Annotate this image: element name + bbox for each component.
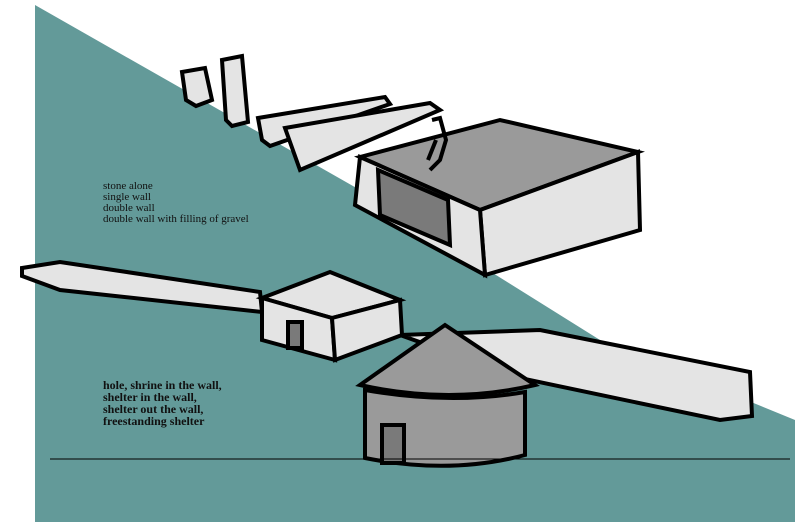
double-wall — [282, 100, 445, 173]
standing-stones — [179, 53, 251, 129]
legend-item: shelter in the wall, — [103, 390, 197, 404]
freestanding-shelter — [355, 322, 540, 468]
legend-item: stone alone — [103, 180, 153, 192]
legend-item: freestanding shelter — [103, 414, 205, 428]
legend-item: double wall with filling of gravel — [103, 213, 249, 225]
legend-item: hole, shrine in the wall, — [103, 378, 222, 392]
shelter-in-wall — [255, 269, 407, 363]
legend-item: shelter out the wall, — [103, 402, 204, 416]
wall-types-legend: stone alone single wall double wall doub… — [103, 181, 249, 225]
legend-item: double wall — [103, 202, 155, 214]
human-figure — [426, 115, 449, 172]
legend-item: single wall — [103, 191, 151, 203]
shelter-types-legend: hole, shrine in the wall, shelter in the… — [103, 379, 222, 427]
gravel-wall — [352, 115, 645, 279]
